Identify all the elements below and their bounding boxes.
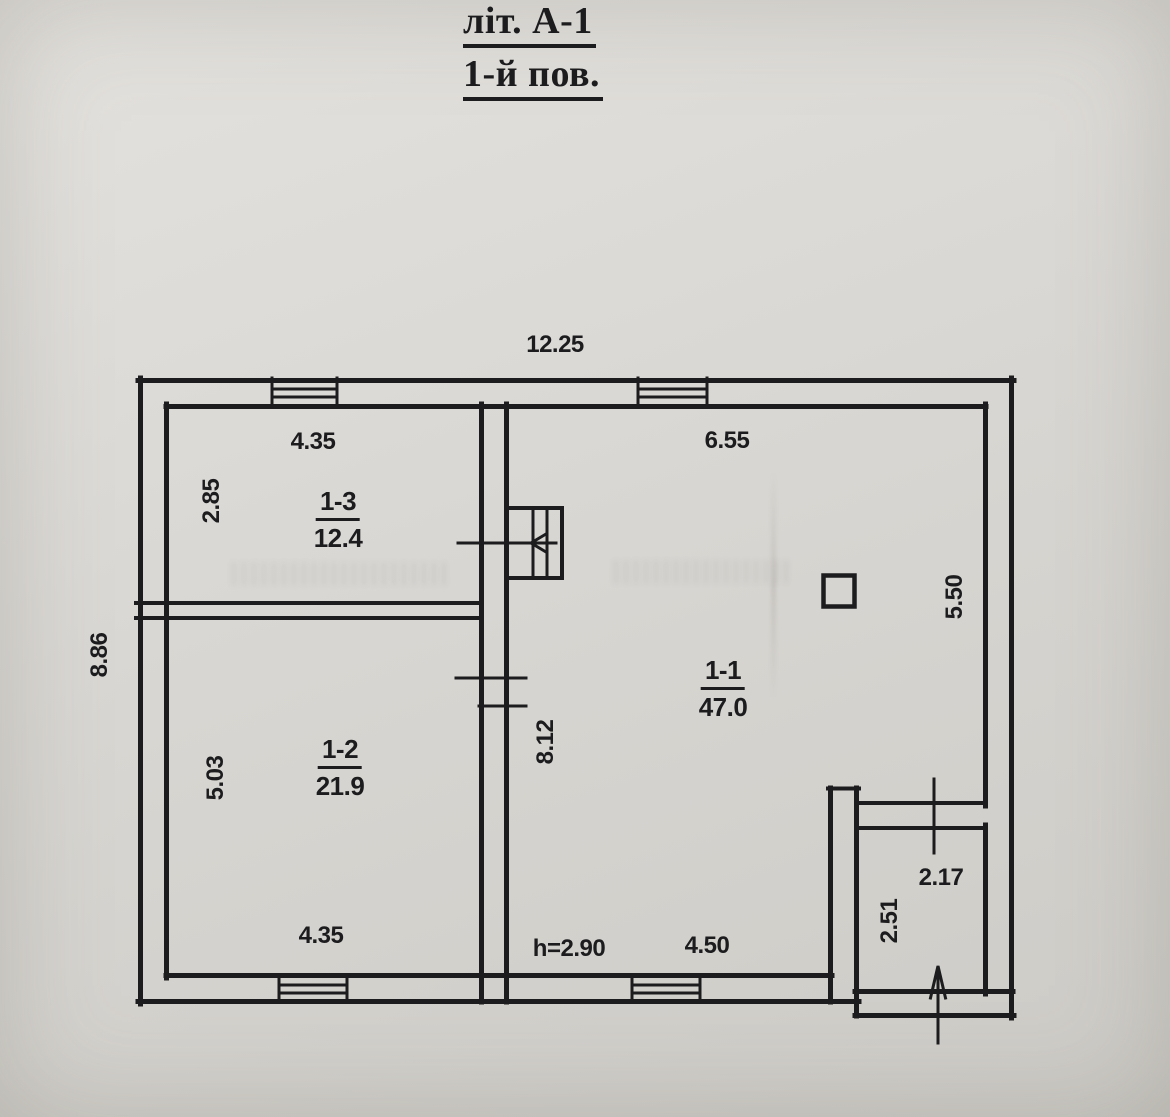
porch-walls [826,777,988,1019]
room-number: 1-3 [315,488,361,521]
room-number: 1-1 [700,657,746,690]
dim-room11-width-top: 6.55 [704,427,750,454]
outer-walls [135,375,1017,1021]
room-area: 47.0 [698,692,748,722]
window-bottom-right [630,974,702,1004]
plan-title-building: літ. А-1 [463,1,596,48]
dim-porch-width: 2.17 [918,864,964,891]
room-label-1-3: 1-3 12.4 [314,486,363,551]
room-label-1-1: 1-1 47.0 [699,655,748,720]
entrance-arrowhead [928,965,948,1000]
room-label-1-2: 1-2 21.9 [316,734,365,799]
window-top-left [270,376,339,406]
window-top-right [636,376,709,406]
plan-title-floor: 1-й пов. [463,54,604,101]
entrance-arrow [928,965,948,1045]
dim-room13-depth: 2.85 [198,478,225,524]
scan-artifact [614,560,794,584]
plan-title: літ. А-1 1-й пов. [463,1,604,108]
scan-artifact [232,562,452,586]
dim-room11-width-bottom: 4.50 [684,932,730,959]
dim-overall-depth: 8.86 [86,632,113,678]
room-area: 21.9 [315,771,365,801]
central-wall [479,401,509,1005]
dim-room11-depth: 5.50 [941,574,968,620]
dim-ceiling-height: h=2.90 [532,935,606,962]
inner-wall-lines [163,401,1016,997]
partition-wall-1-3-1-2 [134,601,483,620]
dim-overall-width: 12.25 [526,331,584,358]
dim-room13-width: 4.35 [290,428,336,455]
room-area: 12.4 [313,523,363,553]
dim-room12-width-bottom: 4.35 [298,922,344,949]
window-bottom-left [277,974,349,1004]
dim-inner-length: 8.12 [532,719,559,765]
dim-room12-depth: 5.03 [202,755,229,801]
scan-artifact [772,470,775,700]
dim-porch-depth: 2.51 [876,898,903,944]
wall-junction-ticks [454,676,528,708]
room-number: 1-2 [317,736,363,769]
staircase-symbol [456,506,564,580]
stove-symbol [821,573,857,609]
stair-direction-arrowhead [528,531,549,555]
